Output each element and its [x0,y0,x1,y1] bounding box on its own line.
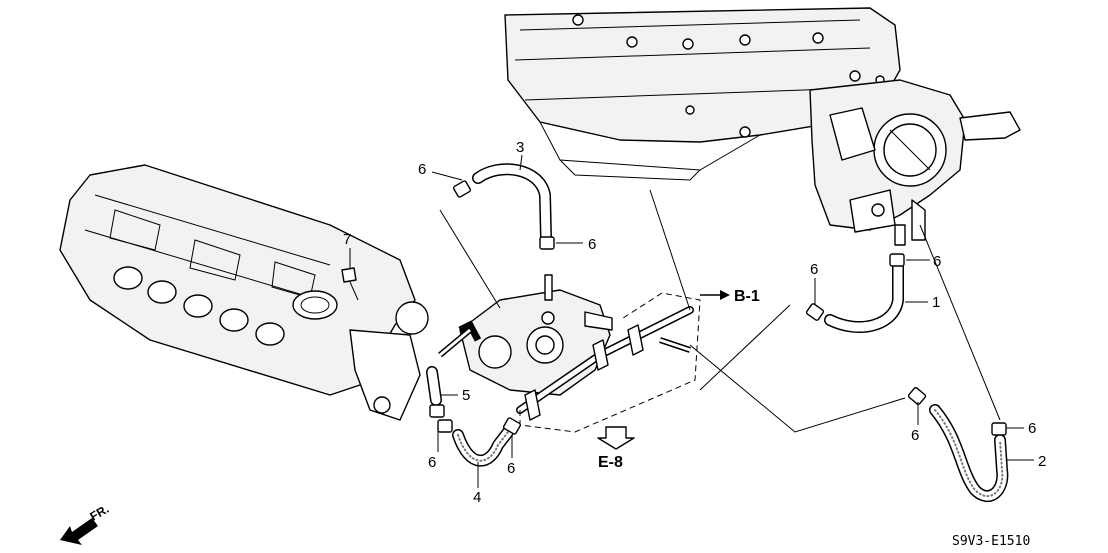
reference-b1: B-1 [734,288,760,305]
callout-6-lower-left: 6 [428,454,436,471]
fr-arrow-icon [60,518,98,545]
b1-arrow [700,290,730,300]
bolt-7 [341,267,359,301]
water-hose-2 [929,404,1009,502]
e8-arrow [597,426,635,450]
water-hose-5 [426,327,472,406]
bypass-pipe [458,306,694,421]
intake-manifold [504,7,901,181]
water-hose-4 [452,426,514,467]
cylinder-head-cover [59,164,429,421]
callout-3: 3 [516,139,524,156]
water-hose-3 [472,163,552,244]
callout-1: 1 [932,294,940,311]
callout-6-right-upper: 6 [933,253,941,270]
throttle-body [809,79,1021,246]
callout-6-lower-right-a: 6 [911,427,919,444]
oil-filler-cap [292,290,338,320]
callout-4: 4 [473,489,481,506]
callout-6-upper-left: 6 [418,161,426,178]
callout-7: 7 [343,231,351,248]
callout-6-right-middle: 6 [810,261,818,278]
callout-2: 2 [1038,453,1046,470]
callout-6-lower-right-b: 6 [1028,420,1036,437]
hose-clamps [429,180,1007,436]
figure-code: S9V3-E1510 [952,534,1030,549]
callout-6-lower-center: 6 [507,460,515,477]
callout-6-upper-center: 6 [588,236,596,253]
reference-e8: E-8 [598,454,623,471]
manifold-bolts [572,14,885,138]
water-hose-1 [824,256,904,334]
spark-plug-holes [113,266,285,346]
leader-lines [349,154,1034,488]
water-passage [459,274,613,396]
callout-5: 5 [462,387,470,404]
